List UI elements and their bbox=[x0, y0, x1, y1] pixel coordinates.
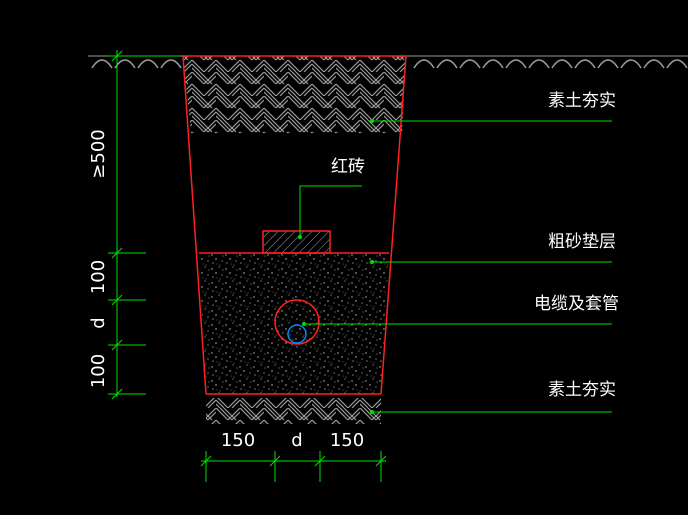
dim-top-cover: 100 bbox=[88, 260, 109, 294]
label-sand-bed: 粗砂垫层 bbox=[548, 232, 616, 252]
dim-right: 150 bbox=[330, 430, 364, 451]
compacted-soil-hatch-icon bbox=[206, 398, 381, 424]
dim-depth: ≥500 bbox=[88, 129, 109, 178]
compacted-soil-hatch-icon bbox=[183, 56, 406, 133]
brick-block bbox=[262, 230, 331, 254]
leader-dots bbox=[298, 119, 374, 414]
cable-sleeve-icon bbox=[274, 299, 320, 345]
trench-outline bbox=[182, 55, 407, 395]
horizontal-dimension-chain bbox=[200, 451, 387, 482]
leader-lines bbox=[299, 120, 612, 413]
label-cable: 电缆及套管 bbox=[534, 294, 619, 314]
dim-bottom: 100 bbox=[88, 354, 109, 388]
sand-stipple-icon bbox=[199, 253, 389, 394]
dim-pipe-horizontal: d bbox=[291, 430, 302, 451]
label-backfill-bottom: 素土夯实 bbox=[548, 380, 616, 400]
label-brick: 红砖 bbox=[331, 157, 365, 177]
label-backfill-top: 素土夯实 bbox=[548, 91, 616, 111]
vertical-dimension-chain bbox=[108, 50, 180, 400]
dim-left: 150 bbox=[221, 430, 255, 451]
dim-pipe-vertical: d bbox=[88, 317, 109, 328]
